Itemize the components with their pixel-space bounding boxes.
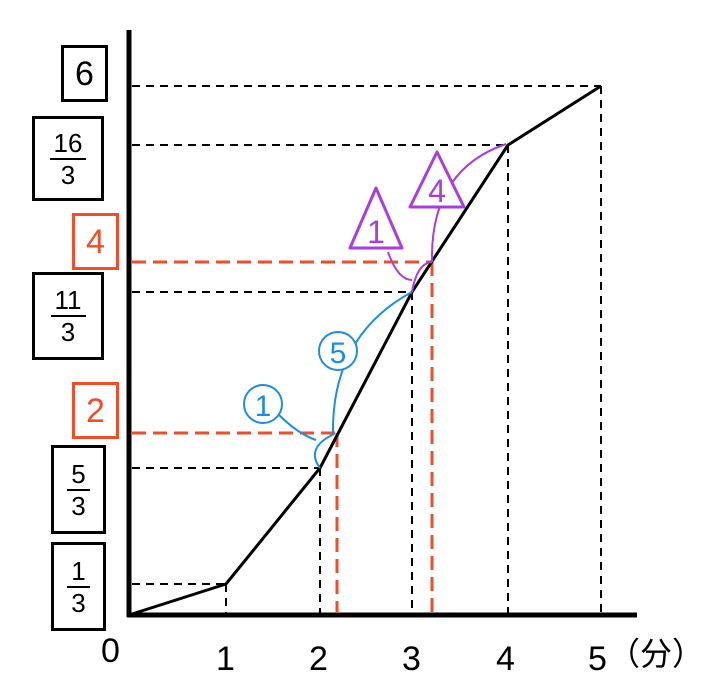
y-label-eleven-thirds: 11 3 xyxy=(32,272,104,360)
purple-ratio-1-text: 1 xyxy=(367,214,385,250)
y-label-sixteen-thirds-den: 3 xyxy=(60,159,76,190)
black-guide-lines xyxy=(132,85,602,613)
blue-ratio-5-text: 5 xyxy=(330,337,347,370)
y-label-six-text: 6 xyxy=(75,54,94,93)
x-tick-0: 0 xyxy=(101,632,120,670)
blue-ratio-1-text: 1 xyxy=(255,390,272,423)
x-tick-5: 5 xyxy=(588,640,607,678)
y-label-sixteen-thirds: 16 3 xyxy=(32,116,104,201)
graph-line xyxy=(128,84,602,617)
x-tick-3: 3 xyxy=(402,640,421,678)
y-label-four-text: 4 xyxy=(86,222,105,261)
y-label-one-third-den: 3 xyxy=(71,587,86,618)
blue-ratio-1: 1 xyxy=(243,384,283,424)
x-axis-unit: （分） xyxy=(608,636,705,672)
y-label-six: 6 xyxy=(61,45,108,102)
y-label-five-thirds-den: 3 xyxy=(71,490,86,521)
y-label-two-text: 2 xyxy=(86,391,105,430)
x-tick-2: 2 xyxy=(309,640,328,678)
x-tick-1: 1 xyxy=(216,640,235,678)
y-label-eleven-thirds-num: 11 xyxy=(50,287,86,317)
blue-ratio-arcs xyxy=(277,291,413,469)
y-label-two: 2 xyxy=(72,382,119,439)
x-tick-4: 4 xyxy=(496,640,515,678)
blue-ratio-5: 5 xyxy=(318,331,358,371)
y-label-one-third: 1 3 xyxy=(51,542,106,631)
y-label-sixteen-thirds-num: 16 xyxy=(49,130,87,160)
y-label-four: 4 xyxy=(72,213,119,270)
purple-ratio-4: 4 xyxy=(408,150,466,209)
y-label-one-third-num: 1 xyxy=(67,558,90,588)
purple-ratio-4-text: 4 xyxy=(428,173,446,209)
purple-ratio-1: 1 xyxy=(348,186,404,250)
purple-ratio-arcs xyxy=(387,143,507,293)
y-label-five-thirds-num: 5 xyxy=(67,461,90,491)
y-label-eleven-thirds-den: 3 xyxy=(60,317,76,347)
red-guide-lines xyxy=(132,260,434,613)
y-label-five-thirds: 5 3 xyxy=(51,445,106,534)
